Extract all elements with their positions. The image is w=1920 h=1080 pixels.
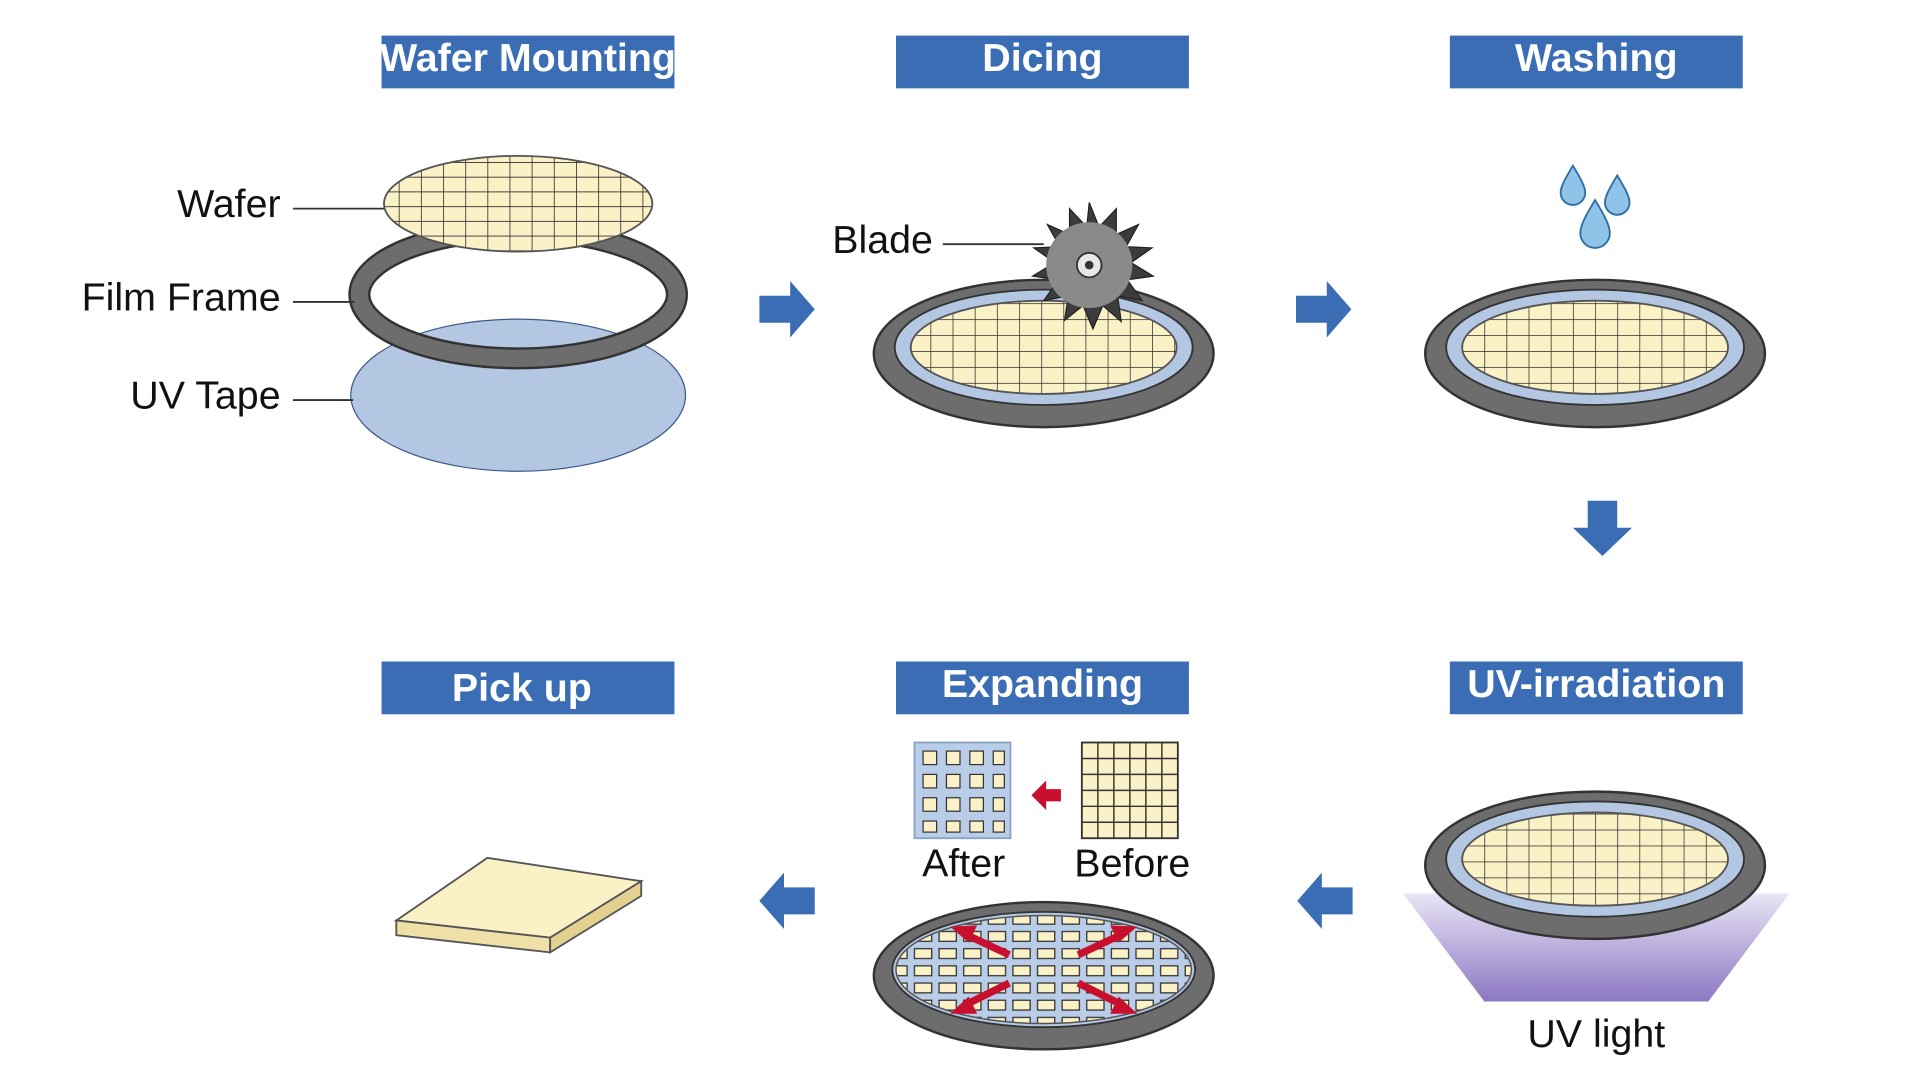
step-title-text: Pick up xyxy=(452,666,592,710)
block-arrow-icon xyxy=(759,281,815,338)
wafer-label: Wafer xyxy=(177,182,281,226)
after-grid xyxy=(913,741,1012,840)
red-double-arrow-icon xyxy=(950,925,1138,1014)
mounting-illustration: Wafer Film Frame UV Tape xyxy=(82,154,688,472)
circular-saw-blade-icon xyxy=(1030,202,1156,331)
expanded-wafer xyxy=(895,914,1193,1025)
washing-illustration xyxy=(1424,163,1767,429)
uv-tape-label: UV Tape xyxy=(130,374,280,418)
step-title-washing: Washing xyxy=(1449,35,1743,89)
wafer-disc xyxy=(1461,811,1729,907)
film-frame-label: Film Frame xyxy=(82,276,281,320)
wafer-disc xyxy=(1461,299,1729,395)
dicing-illustration: Blade xyxy=(832,202,1215,429)
wafer-disc xyxy=(383,154,654,253)
blade-label: Blade xyxy=(832,218,933,262)
step-title-text: Wafer Mounting xyxy=(380,36,676,80)
block-arrow-icon xyxy=(1572,500,1632,556)
uv-light-label: UV light xyxy=(1527,1012,1665,1056)
step-title-text: Washing xyxy=(1515,36,1678,80)
step-title-pick-up: Pick up xyxy=(381,661,675,715)
uv-irradiation-illustration: UV light xyxy=(1403,790,1790,1056)
before-grid xyxy=(1080,741,1179,840)
step-title-uv-irradiation: UV-irradiation xyxy=(1449,661,1743,715)
step-title-wafer-mounting: Wafer Mounting xyxy=(380,35,676,89)
before-label: Before xyxy=(1074,841,1190,885)
chip-illustration xyxy=(393,856,644,955)
expanding-illustration: After Before xyxy=(872,741,1215,1051)
red-left-arrow-icon xyxy=(1031,780,1061,810)
step-title-text: UV-irradiation xyxy=(1467,662,1725,706)
step-title-dicing: Dicing xyxy=(896,35,1189,89)
step-title-text: Dicing xyxy=(982,36,1102,80)
step-title-text: Expanding xyxy=(942,662,1143,706)
block-arrow-icon xyxy=(759,872,815,930)
block-arrow-icon xyxy=(1296,281,1352,338)
step-title-expanding: Expanding xyxy=(896,661,1189,715)
water-drop-icon xyxy=(1559,163,1631,249)
block-arrow-icon xyxy=(1297,872,1353,930)
after-label: After xyxy=(922,841,1005,885)
